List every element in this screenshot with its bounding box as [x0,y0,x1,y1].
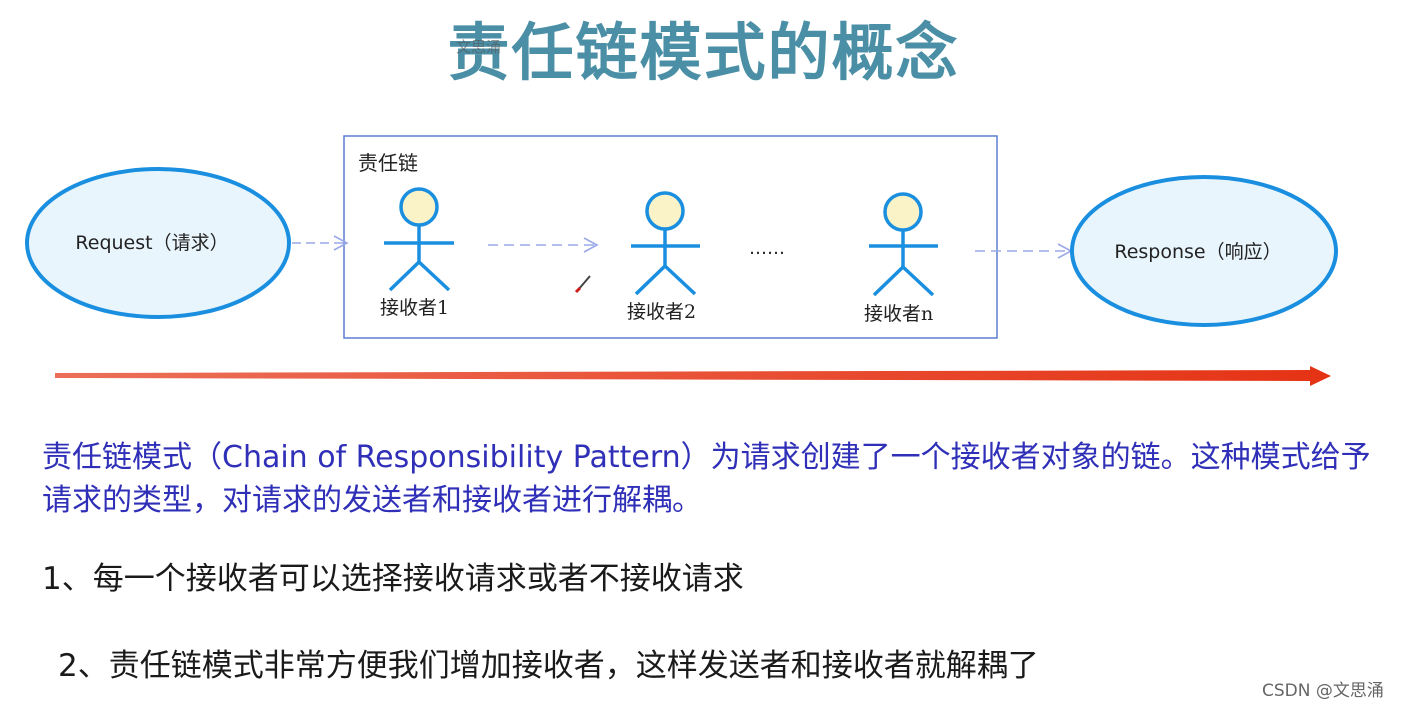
receiver-label-n: 接收者n [864,303,933,325]
chain-box-label: 责任链 [358,151,418,175]
request-label: Request（请求） [75,232,228,254]
arrow-request-to-chain [292,235,349,251]
chain-diagram: Request（请求） 责任链 接收者1 接收者2 …… [25,135,1338,386]
csdn-credit: CSDN @文思涌 [1262,681,1384,701]
pen-cursor-icon [574,275,591,294]
receiver-label-2: 接收者2 [627,301,696,323]
request-ellipse [25,167,291,319]
receiver-actor-1 [384,187,454,292]
response-label: Response（响应） [1114,241,1281,263]
point-1: 1、每一个接收者可以选择接收请求或者不接收请求 [42,561,744,597]
receiver-actor-2 [631,191,700,296]
watermark: 文思涌 [456,38,502,56]
arrow-receiver1-to-receiver2 [488,237,599,253]
receiver-ellipsis: …… [749,238,785,259]
point-2: 2、责任链模式非常方便我们增加接收者，这样发送者和接收者就解耦了 [58,648,1039,684]
chain-box [343,135,998,339]
receiver-label-1: 接收者1 [380,297,449,319]
response-ellipse [1070,175,1338,327]
page-title: 责任链模式的概念 [447,16,960,89]
description-text: 责任链模式（Chain of Responsibility Pattern）为请… [42,440,1371,518]
timeline-arrow [55,366,1331,386]
receiver-actor-n [869,192,938,297]
